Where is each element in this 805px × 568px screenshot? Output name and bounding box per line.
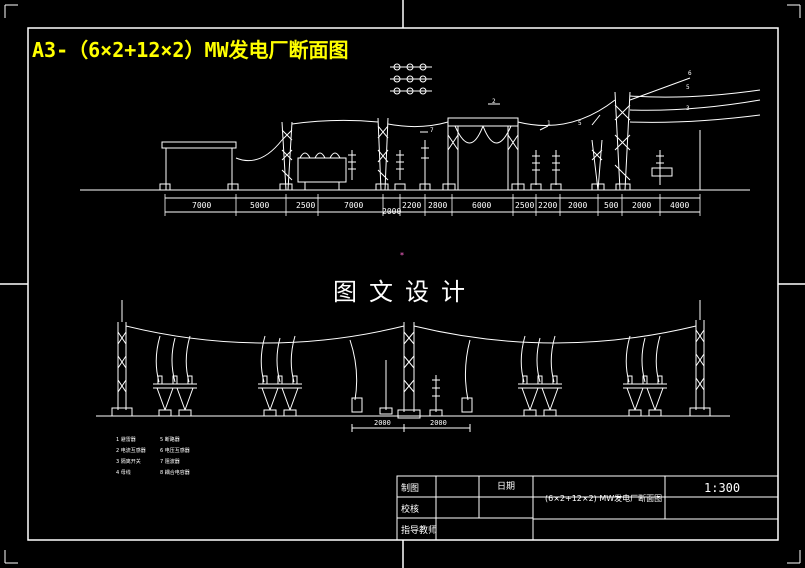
draw-label: 制图 xyxy=(401,484,420,494)
leader-number: 3 xyxy=(686,105,690,112)
bay-equipment xyxy=(623,335,667,417)
dim-label: 2800 xyxy=(428,201,448,210)
leader-number: 6 xyxy=(688,70,692,77)
bay-equipment xyxy=(258,335,302,417)
leader-number: 5 xyxy=(686,84,690,91)
advisor-label: 指导教师 xyxy=(401,526,438,536)
bay-equipment xyxy=(518,335,562,417)
dim-label: 6000 xyxy=(472,201,492,210)
watermark-text: 图文设计 xyxy=(333,278,477,306)
center-mark: * xyxy=(400,251,404,260)
dim-label: 7000 xyxy=(192,201,212,210)
dim-label: 2000 xyxy=(568,201,588,210)
leader-number: 2 xyxy=(492,98,496,105)
dim-label: 2000 xyxy=(632,201,652,210)
scale-value: 1:300 xyxy=(704,481,741,495)
trim-marks xyxy=(4,4,801,564)
date-label: 日期 xyxy=(497,482,516,492)
top-section-view xyxy=(80,63,761,216)
symbol-block xyxy=(390,63,432,95)
dim-label: 2200 xyxy=(402,201,422,210)
dim-label: 2000 xyxy=(382,207,402,216)
dim-label: 2500 xyxy=(296,201,316,210)
drawing-title: A3-（6×2+12×2）MW发电厂断面图 xyxy=(32,38,349,62)
drawing-name: (6×2+12×2) MW发电厂断面图 xyxy=(545,494,663,503)
dim-label: 2200 xyxy=(538,201,558,210)
leader-number: 5 xyxy=(578,120,582,127)
dim-label: 2000 xyxy=(430,419,447,427)
dim-label: 4000 xyxy=(670,201,690,210)
dim-label: 7000 xyxy=(344,201,364,210)
leader-number: 7 xyxy=(430,127,434,134)
dim-label: 2500 xyxy=(515,201,535,210)
dim-label: 2000 xyxy=(374,419,391,427)
dim-label: 500 xyxy=(604,201,619,210)
bottom-section-view xyxy=(96,300,730,432)
check-label: 校核 xyxy=(401,505,420,515)
bay-equipment xyxy=(153,335,197,417)
title-block-frame xyxy=(396,475,779,541)
leader-number: 1 xyxy=(547,120,551,127)
dim-label: 5000 xyxy=(250,201,270,210)
